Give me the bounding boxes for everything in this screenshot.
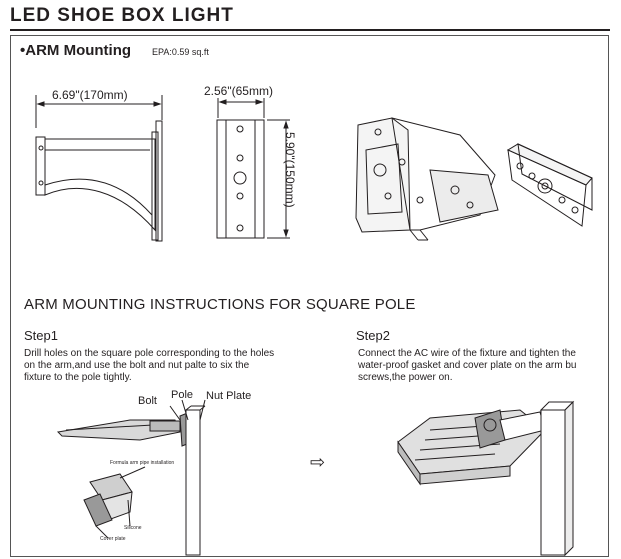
step2-description: Connect the AC wire of the fixture and t… [358,348,576,384]
step2-line: water-proof gasket and cover plate on th… [358,360,577,371]
step2-line: Connect the AC wire of the fixture and t… [358,348,576,359]
pole-label: Pole [171,389,194,401]
formula-label: Formula arm pipe installation [110,460,175,466]
step1-line: Drill holes on the square pole correspon… [24,348,275,359]
step1-illustration [56,399,206,556]
nut-plate-label: Nut Plate [206,390,252,402]
arm-side-view-drawing [35,95,163,242]
dimension-width-label: 6.69"(170mm) [52,88,128,102]
step2-illustration [397,400,575,557]
step2-title: Step2 [356,328,390,343]
arm-isometric-drawing [355,117,499,241]
next-step-arrow-icon: ⇨ [310,452,326,472]
arm-mounting-heading: •ARM Mounting [20,42,132,59]
dimension-depth-label: 2.56"(65mm) [204,84,273,98]
content-frame [10,35,609,557]
step1-title: Step1 [24,328,58,343]
step1-description: Drill holes on the square pole correspon… [24,348,274,384]
bolt-label: Bolt [138,395,157,407]
bracket-isometric-drawing [506,143,593,227]
step1-line: fixture to the pole tightly. [24,372,132,383]
step2-line: screws,the power on. [358,372,453,383]
epa-value: EPA:0.59 sq.ft [152,47,209,57]
instructions-title: ARM MOUNTING INSTRUCTIONS FOR SQUARE POL… [24,296,416,313]
page-title: LED SHOE BOX LIGHT [10,5,234,26]
bracket-front-view-drawing [216,98,290,239]
title-underline [10,29,610,31]
dimension-height-label: 5.90"(150mm) [283,132,297,208]
cover-plate-label: Cover plate [100,536,126,542]
step1-line: on the arm,and use the bolt and nut palt… [24,360,250,371]
silicone-label: Silicone [124,525,142,531]
